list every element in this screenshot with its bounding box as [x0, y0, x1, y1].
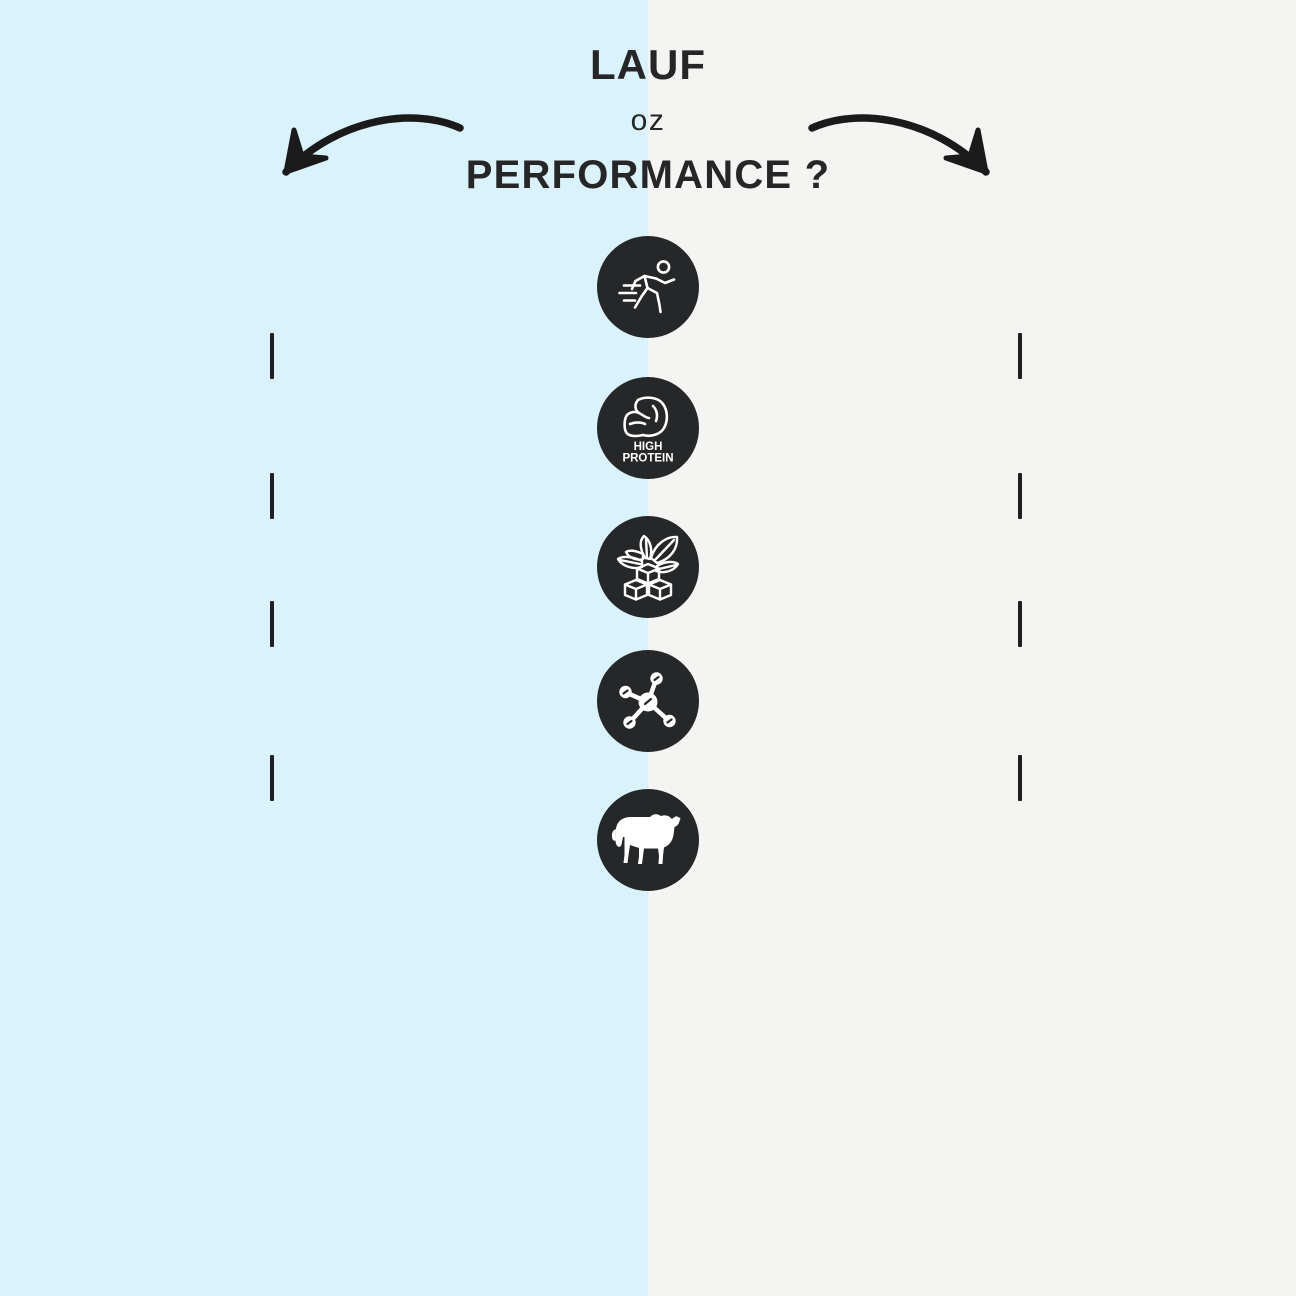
molecule-icon	[619, 672, 676, 729]
badge-cow[interactable]	[597, 789, 699, 891]
badge-molecule[interactable]	[597, 650, 699, 752]
right-panel-background	[648, 0, 1296, 1296]
guide-dash	[270, 755, 274, 801]
dashed-guide-right	[1018, 333, 1022, 803]
guide-dash	[1018, 473, 1022, 519]
badge-natural-sweetener[interactable]	[597, 516, 699, 618]
guide-dash	[270, 601, 274, 647]
guide-dash	[270, 473, 274, 519]
guide-dash	[1018, 601, 1022, 647]
flexed-bicep-icon: HIGH PROTEIN	[622, 396, 674, 465]
guide-dash	[1018, 333, 1022, 379]
left-panel-background	[0, 0, 648, 1296]
arrow-left-icon	[282, 114, 464, 176]
cow-icon	[611, 814, 681, 864]
guide-dash	[270, 333, 274, 379]
protein-label-line-1: HIGH	[634, 441, 663, 453]
running-person-icon	[618, 260, 676, 314]
guide-dash	[1018, 755, 1022, 801]
stevia-sugar-cubes-icon	[616, 534, 680, 601]
badge-runner[interactable]	[597, 236, 699, 338]
arrow-right-icon	[808, 114, 990, 176]
badge-high-protein[interactable]: HIGH PROTEIN	[597, 377, 699, 479]
protein-label-line-2: PROTEIN	[622, 453, 673, 465]
dashed-guide-left	[270, 333, 274, 803]
